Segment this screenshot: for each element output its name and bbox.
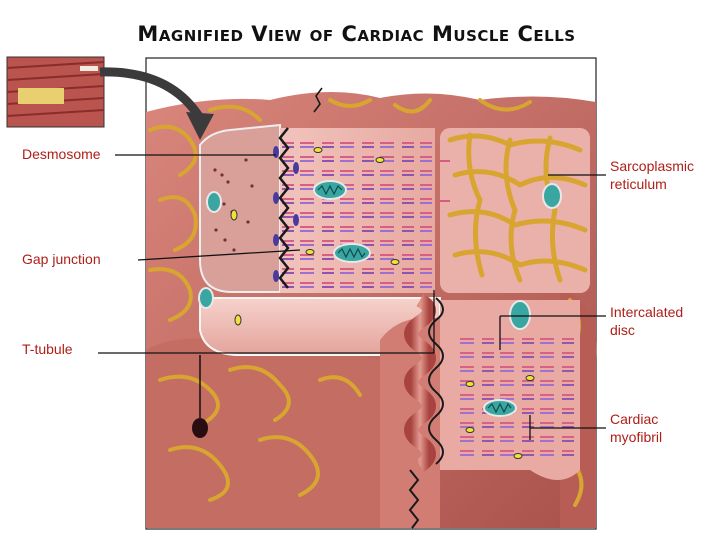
mitochondria [198,180,562,417]
label-myofibril-line2: myofibril [610,429,663,445]
t-tubule-opening [192,418,208,438]
lower-disc-line-bottom [408,469,420,529]
label-myofibril-line1: Cardiac [610,411,659,427]
intercalated-disc-upper [278,127,290,289]
nuclei-dots [230,147,535,459]
myofibril-bands-right [440,160,450,202]
label-cardiac-myofibril: Cardiac myofibril [610,410,662,446]
label-intercalated-disc: Intercalated disc [610,303,683,339]
desmosome-markers [273,146,299,282]
pointer-arrow [99,67,204,121]
lower-tissue-lobe [146,338,380,528]
myofibril-bands-left [282,140,432,290]
pointer-arrowhead [186,112,214,140]
myofibril-bands-lower [455,330,575,460]
label-gap-junction: Gap junction [22,251,101,267]
diagram-title: Magnified View of Cardiac Muscle Cells [137,22,576,46]
label-sarcoplasmic-line2: reticulum [610,176,667,192]
label-intercalated-line1: Intercalated [610,304,684,320]
micrograph-highlight [18,88,64,104]
label-sarcoplasmic-line1: Sarcoplasmic [610,158,695,174]
label-desmosome: Desmosome [22,146,101,162]
intercalated-disc-lower [404,293,436,472]
label-t-tubule: T-tubule [22,341,73,357]
label-intercalated-line2: disc [610,322,635,338]
label-sarcoplasmic-reticulum: Sarcoplasmic reticulum [610,157,694,193]
upper-crack-line [313,87,323,113]
sarcoplasmic-reticulum-mesh [447,132,588,283]
leader-lines [98,154,606,440]
micrograph-marker [80,66,98,71]
